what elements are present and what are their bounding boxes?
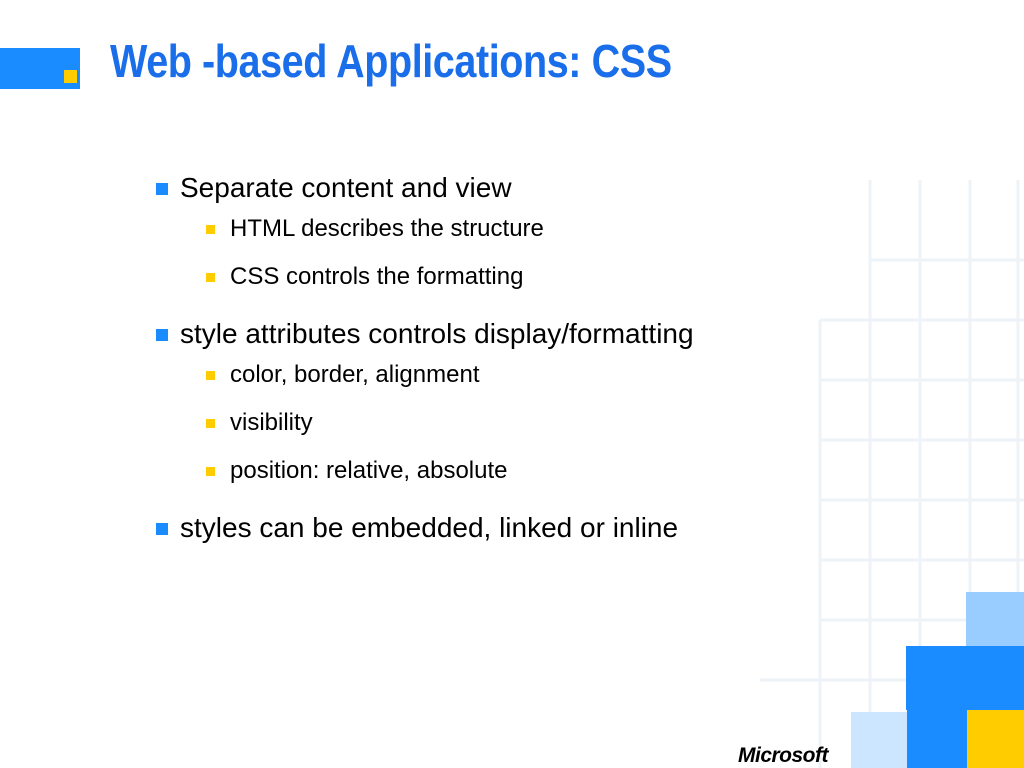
bullet-text: style attributes controls display/format… — [180, 318, 694, 349]
bullet-group: style attributes controls display/format… — [156, 314, 856, 488]
sub-bullet-text: CSS controls the formatting — [230, 263, 524, 290]
sub-bullet-item: visibility — [206, 406, 856, 440]
bullet-item: Separate content and view — [156, 168, 856, 208]
small-square-bullet-icon — [206, 225, 215, 234]
microsoft-logo: Microsoft — [738, 744, 829, 767]
slide-title: Web -based Applications: CSS — [110, 35, 672, 87]
bullet-list: Separate content and view HTML describes… — [156, 168, 856, 552]
bullet-item: style attributes controls display/format… — [156, 314, 856, 354]
bullet-text: Separate content and view — [180, 172, 512, 203]
sub-bullet-item: position: relative, absolute — [206, 454, 856, 488]
small-square-bullet-icon — [206, 273, 215, 282]
sub-bullet-text: HTML describes the structure — [230, 215, 544, 242]
background-grid-decoration — [760, 180, 1024, 768]
decor-block-yellow — [967, 710, 1024, 768]
sub-bullet-item: HTML describes the structure — [206, 212, 856, 246]
square-bullet-icon — [156, 329, 168, 341]
bullet-text: styles can be embedded, linked or inline — [180, 512, 679, 543]
decor-block-light-blue — [966, 592, 1024, 646]
decor-block-pale-blue — [851, 712, 907, 768]
small-square-bullet-icon — [206, 467, 215, 476]
square-bullet-icon — [156, 183, 168, 195]
sub-bullet-text: position: relative, absolute — [230, 457, 508, 484]
title-accent-square — [64, 70, 77, 83]
decor-block-blue — [906, 646, 1024, 710]
bullet-item: styles can be embedded, linked or inline — [156, 508, 856, 548]
square-bullet-icon — [156, 523, 168, 535]
bullet-group: styles can be embedded, linked or inline — [156, 508, 856, 548]
sub-bullet-text: visibility — [230, 409, 313, 436]
bullet-group: Separate content and view HTML describes… — [156, 168, 856, 294]
sub-bullet-item: CSS controls the formatting — [206, 260, 856, 294]
decor-block-blue-lower — [907, 710, 967, 768]
small-square-bullet-icon — [206, 419, 215, 428]
small-square-bullet-icon — [206, 371, 215, 380]
sub-bullet-item: color, border, alignment — [206, 358, 856, 392]
sub-bullet-text: color, border, alignment — [230, 361, 480, 388]
